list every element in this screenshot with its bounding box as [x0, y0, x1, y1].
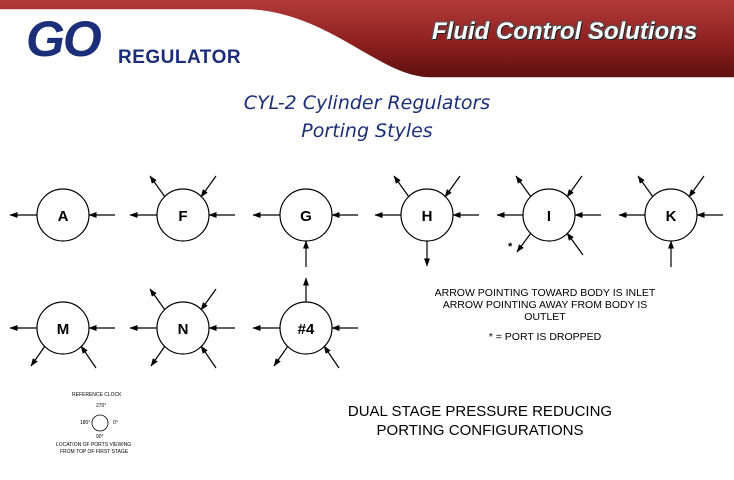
reference-clock-0: 0°: [113, 420, 118, 426]
page-title: CYL-2 Cylinder Regulators: [243, 92, 491, 114]
reference-clock-caption2: FROM TOP OF FIRST STAGE: [60, 449, 129, 455]
style-n-outlet-arrow-upper: [149, 288, 166, 311]
style-n-diagram: [129, 288, 235, 369]
bottom-title-line1: DUAL STAGE PRESSURE REDUCING: [347, 403, 613, 420]
style-4-inlet-arrow-lower: [323, 345, 340, 369]
logo-regulator: REGULATOR: [118, 47, 242, 68]
style-m-inlet-arrow-lower: [80, 345, 97, 369]
style-i-diagram: [496, 175, 601, 256]
style-i-inlet-arrow-lower: [566, 232, 584, 256]
style-h-inlet-arrow-upper: [444, 175, 461, 198]
reference-clock-circle: [91, 414, 109, 432]
style-f-outlet-arrow-upper: [149, 175, 166, 198]
style-label-g: G: [300, 208, 312, 225]
style-k-inlet-arrow-upper: [688, 175, 705, 198]
style-a-diagram: [9, 188, 115, 242]
style-m-outlet-arrow-lower: [30, 345, 46, 367]
logo-go: GO: [26, 11, 102, 67]
style-label-n: N: [178, 321, 189, 338]
style-i-outlet-arrow-lower: [516, 232, 532, 253]
style-f-diagram: [129, 175, 235, 242]
style-label-i: I: [547, 208, 551, 225]
style-n-inlet-arrow-upper: [200, 288, 217, 311]
page-subtitle: Porting Styles: [301, 120, 433, 142]
dropped-port-marker: *: [508, 241, 513, 253]
style-k-outlet-arrow-upper: [637, 175, 654, 198]
style-i-inlet-arrow-upper: [566, 175, 583, 198]
header-banner: [0, 0, 734, 79]
note-inlet: ARROW POINTING TOWARD BODY IS INLET: [434, 287, 656, 299]
style-label-h: H: [422, 208, 433, 225]
style-h-diagram: [374, 175, 479, 267]
reference-clock-180: 180°: [80, 420, 91, 426]
style-label-a: A: [58, 208, 69, 225]
style-label-m: M: [57, 321, 70, 338]
style-4-outlet-arrow-lower: [273, 345, 289, 367]
style-i-outlet-arrow-upper: [515, 175, 532, 198]
note-outlet: ARROW POINTING AWAY FROM BODY IS: [442, 299, 648, 311]
style-4-diagram: [252, 277, 358, 369]
style-m-diagram: [9, 301, 115, 369]
style-label-4: #4: [298, 321, 315, 338]
bottom-title-line2: PORTING CONFIGURATIONS: [376, 422, 584, 439]
style-f-inlet-arrow-upper: [200, 175, 217, 198]
reference-clock-title: REFERENCE CLOCK: [72, 392, 122, 398]
tagline: Fluid Control Solutions: [432, 18, 698, 45]
reference-clock-caption1: LOCATION OF PORTS VIEWING: [56, 442, 132, 448]
style-k-diagram: [618, 175, 723, 267]
reference-clock-90: 90°: [96, 434, 104, 440]
note-dropped-port: * = PORT IS DROPPED: [488, 331, 602, 343]
style-label-k: K: [666, 208, 677, 225]
style-n-inlet-arrow-lower: [200, 345, 217, 369]
style-n-outlet-arrow-lower: [150, 345, 166, 367]
style-label-f: F: [178, 208, 187, 225]
style-g-diagram: [252, 188, 358, 267]
note-outlet-cont: OUTLET: [524, 311, 566, 323]
reference-clock-270: 270°: [96, 403, 107, 409]
style-h-outlet-arrow-upper: [393, 175, 410, 198]
